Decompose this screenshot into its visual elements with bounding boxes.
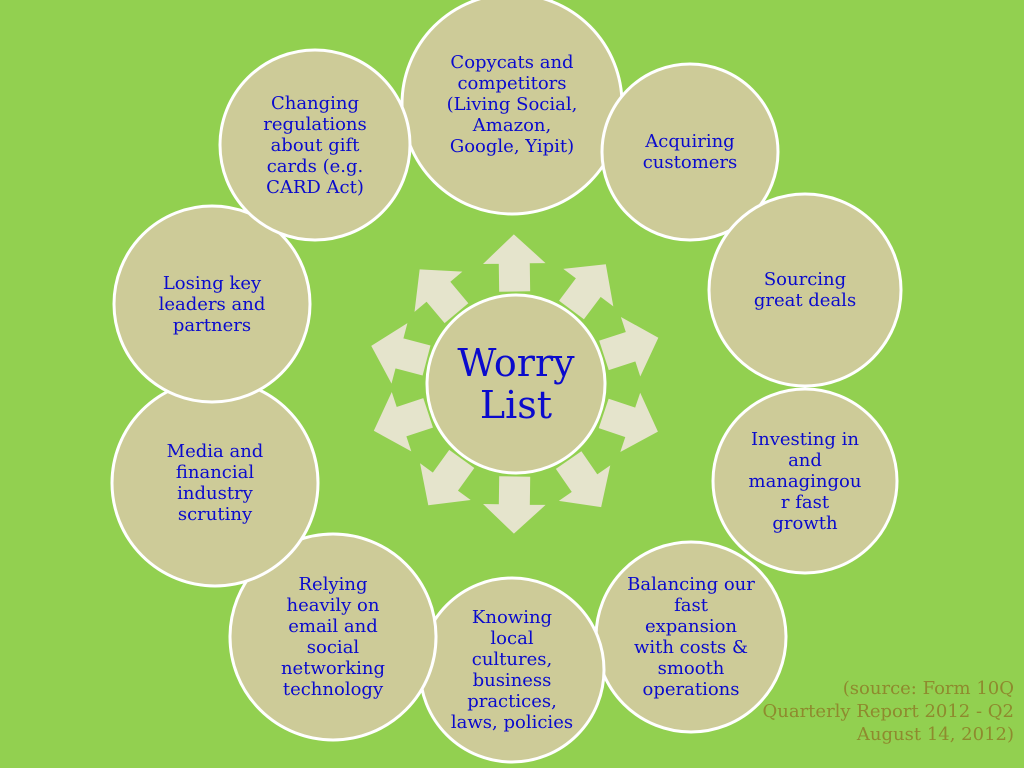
arrow-to-knowing xyxy=(483,476,546,534)
node-circle-knowing xyxy=(418,576,606,764)
arrows-layer xyxy=(371,234,659,534)
node-circle-relying xyxy=(228,532,438,742)
arrow-to-losing xyxy=(371,323,431,384)
source-note: (source: Form 10Q Quarterly Report 2012 … xyxy=(714,677,1015,746)
arrow-to-acquiring xyxy=(559,264,614,320)
node-circle-changing xyxy=(218,48,412,242)
node-circle-acquiring xyxy=(600,62,780,242)
arrow-to-sourcing xyxy=(599,316,659,377)
arrow-to-changing xyxy=(414,269,469,324)
source-line-3: August 14, 2012) xyxy=(856,724,1014,745)
node-circle-sourcing xyxy=(707,192,903,388)
arrow-to-copycats xyxy=(483,234,546,292)
center-circle xyxy=(425,293,607,475)
node-circle-media xyxy=(110,378,320,588)
arrow-to-relying xyxy=(420,449,475,506)
node-circle-losing xyxy=(112,204,312,404)
arrow-to-balancing xyxy=(555,451,611,508)
arrow-to-media xyxy=(373,391,433,452)
nodes-layer xyxy=(110,0,903,764)
source-line-1: (source: Form 10Q xyxy=(842,678,1014,699)
source-line-2: Quarterly Report 2012 - Q2 xyxy=(762,701,1015,722)
arrow-to-investing xyxy=(598,392,658,452)
node-circle-investing xyxy=(711,387,899,575)
node-circle-copycats xyxy=(400,0,624,216)
